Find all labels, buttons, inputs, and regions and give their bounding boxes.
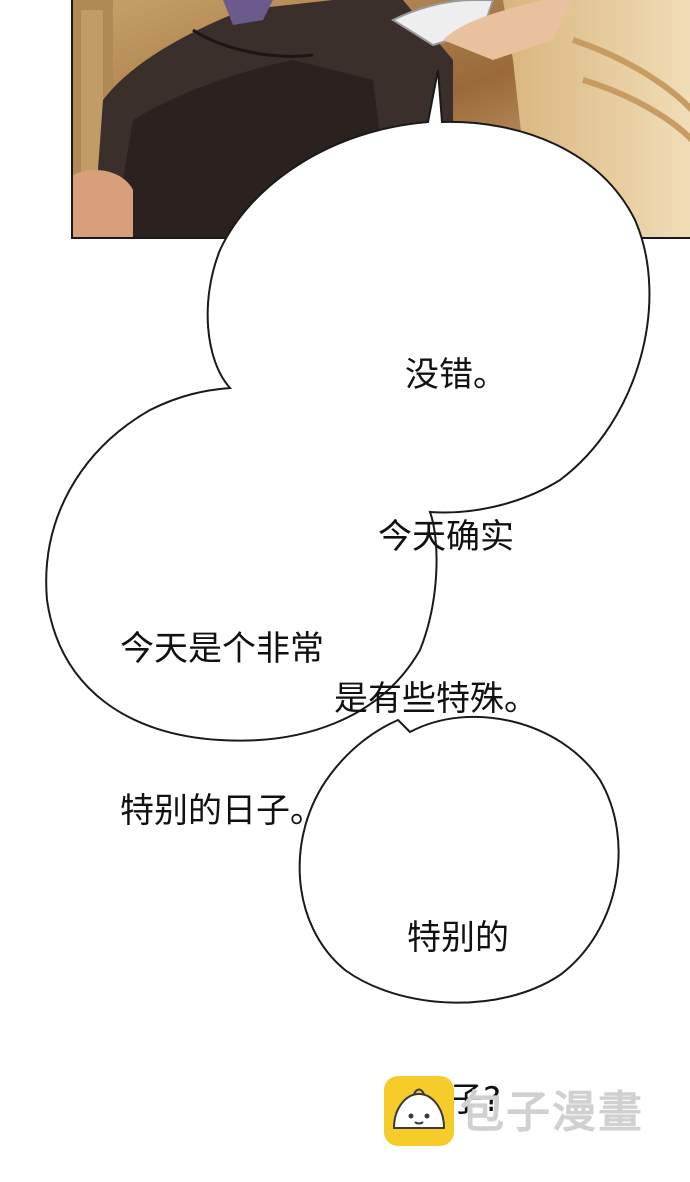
speech-bubble-top <box>45 69 651 742</box>
bubble-text-1: 没错。 今天确实 是有些特殊。 <box>316 240 556 780</box>
bubble-1-line-3: 是有些特殊。 <box>334 679 538 719</box>
steamed-bun-icon <box>384 1076 454 1146</box>
bubble-1-line-1: 没错。 <box>405 355 507 395</box>
watermark-text: 包子漫畫 <box>460 1087 644 1138</box>
bubble-2-line-1: 今天是个非常 <box>120 629 324 669</box>
speech-bubble-bottom <box>298 715 620 1004</box>
bubble-2-line-2: 特别的日子。 <box>120 791 324 831</box>
bubble-text-2: 今天是个非常 特别的日子。 <box>120 514 324 892</box>
bubble-1-line-2: 今天确实 <box>378 517 514 557</box>
bubble-3-line-1: 特别的 <box>407 918 509 958</box>
